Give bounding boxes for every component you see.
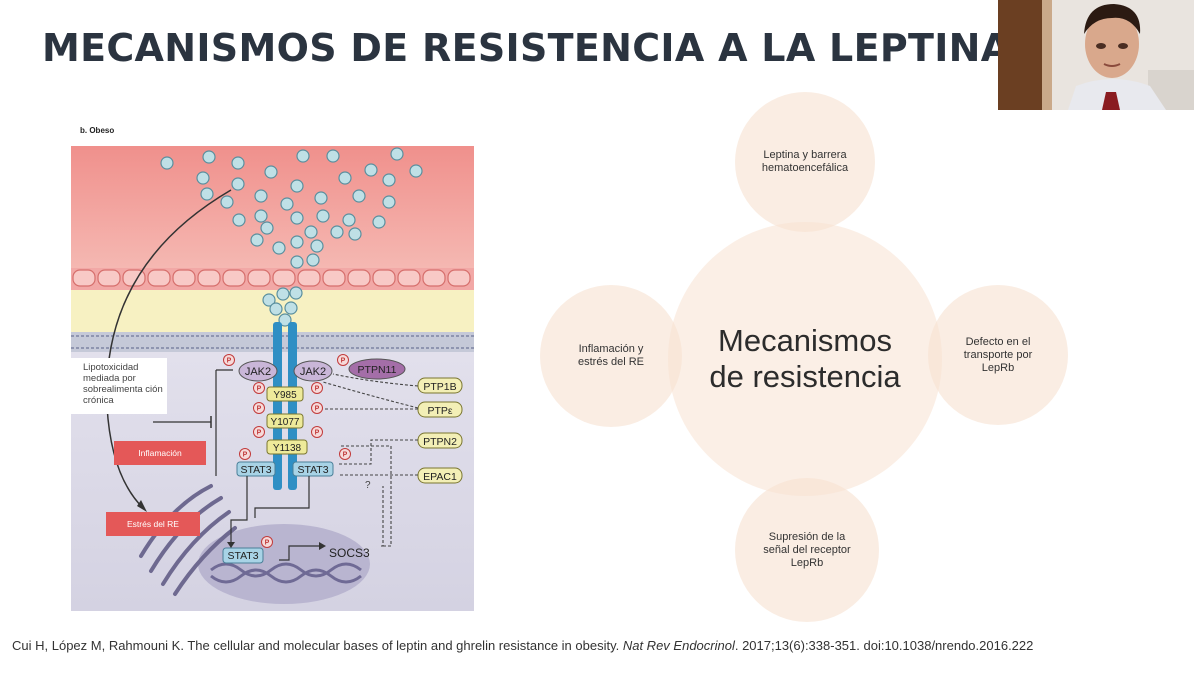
dna-strand bbox=[210, 562, 362, 578]
y1138-label: Y1138 bbox=[273, 443, 302, 454]
inflammation-box: Inflamación bbox=[114, 441, 206, 465]
epac1-label: EPAC1 bbox=[423, 471, 457, 483]
stat3-right-label: STAT3 bbox=[297, 464, 328, 476]
phospho-glyph: P bbox=[343, 452, 348, 459]
stat3-left-label: STAT3 bbox=[240, 464, 271, 476]
ptpe-label: PTPε bbox=[427, 405, 452, 417]
bubble-bottom-text: Supresión de la señal del receptor LepRb bbox=[763, 530, 851, 569]
endothelial-cells bbox=[72, 269, 471, 287]
bubble-right: Defecto en el transporte por LepRb bbox=[928, 285, 1068, 425]
bubble-bottom: Supresión de la señal del receptor LepRb bbox=[735, 478, 879, 622]
phospho-glyph: P bbox=[257, 406, 262, 413]
phospho-glyph: P bbox=[257, 386, 262, 393]
bubble-left-text: Inflamación y estrés del RE bbox=[577, 343, 645, 368]
phospho-glyph: P bbox=[227, 358, 232, 365]
ptp1b-label: PTP1B bbox=[423, 381, 456, 393]
stat3-left-box bbox=[236, 461, 276, 477]
jak2-left-label: JAK2 bbox=[245, 366, 271, 378]
bubble-right-text: Defecto en el transporte por LepRb bbox=[963, 335, 1033, 374]
jak2-right bbox=[293, 360, 333, 382]
lipotoxicity-label: Lipotoxicidad mediada por sobrealimenta … bbox=[71, 358, 167, 414]
er-stress-box: Estrés del RE bbox=[106, 512, 200, 536]
presenter-video bbox=[998, 0, 1194, 110]
y985-label: Y985 bbox=[273, 390, 297, 401]
citation-journal: Nat Rev Endocrinol bbox=[622, 638, 735, 653]
ptpn11-label: PTPN11 bbox=[358, 364, 397, 376]
phospho-glyph: P bbox=[315, 386, 320, 393]
y1077-box bbox=[266, 413, 304, 429]
stat3-nucleus-label: STAT3 bbox=[227, 550, 258, 562]
y1077-label: Y1077 bbox=[271, 417, 300, 428]
ptpn11-node bbox=[348, 358, 406, 380]
phospho-glyph: P bbox=[341, 358, 346, 365]
phospho-glyph: P bbox=[265, 540, 270, 547]
jak2-left bbox=[238, 360, 278, 382]
phospho-glyph: P bbox=[315, 430, 320, 437]
phospho-sites bbox=[223, 354, 351, 548]
socs3-label: SOCS3 bbox=[329, 546, 370, 560]
phospho-glyph: P bbox=[257, 430, 262, 437]
stat3-nucleus-box bbox=[222, 547, 264, 564]
webcam-overlay bbox=[998, 0, 1194, 110]
phospho-glyph: P bbox=[243, 452, 248, 459]
jak2-right-label: JAK2 bbox=[300, 366, 326, 378]
y985-box bbox=[266, 386, 304, 402]
blood-region bbox=[71, 146, 474, 268]
bubble-top-text: Leptina y barrera hematoencefálica bbox=[761, 149, 849, 174]
ptpn2-label: PTPN2 bbox=[423, 436, 457, 448]
citation-authors-title: Cui H, López M, Rahmouni K. The cellular… bbox=[12, 638, 623, 653]
reference-citation: Cui H, López M, Rahmouni K. The cellular… bbox=[12, 638, 1033, 653]
mechanisms-mind-map: Leptina y barrera hematoencefálica Infla… bbox=[530, 90, 1090, 625]
phospho-glyph: P bbox=[315, 406, 320, 413]
bubble-top: Leptina y barrera hematoencefálica bbox=[735, 92, 875, 232]
leptin-molecules bbox=[160, 147, 423, 327]
bubble-center-text: Mecanismos de resistencia bbox=[709, 323, 901, 394]
slide-title: MECANISMOS DE RESISTENCIA A LA LEPTINA bbox=[42, 26, 1011, 70]
y1138-box bbox=[266, 439, 308, 455]
stat3-right-box bbox=[292, 461, 334, 477]
unknown-link-label: ? bbox=[365, 480, 371, 491]
citation-details: . 2017;13(6):338-351. doi:10.1038/nrendo… bbox=[734, 638, 1034, 653]
phosphatase-links bbox=[321, 373, 419, 547]
bubble-left: Inflamación y estrés del RE bbox=[540, 285, 682, 427]
signaling-diagram: JAK2 JAK2 PTPN11 Y985 Y1077 Y1138 STAT3 … bbox=[71, 146, 474, 611]
bubble-center: Mecanismos de resistencia bbox=[668, 222, 942, 496]
leptin-signaling-figure: JAK2 JAK2 PTPN11 Y985 Y1077 Y1138 STAT3 … bbox=[71, 146, 474, 611]
figure-panel-label: b. Obeso bbox=[80, 126, 115, 135]
